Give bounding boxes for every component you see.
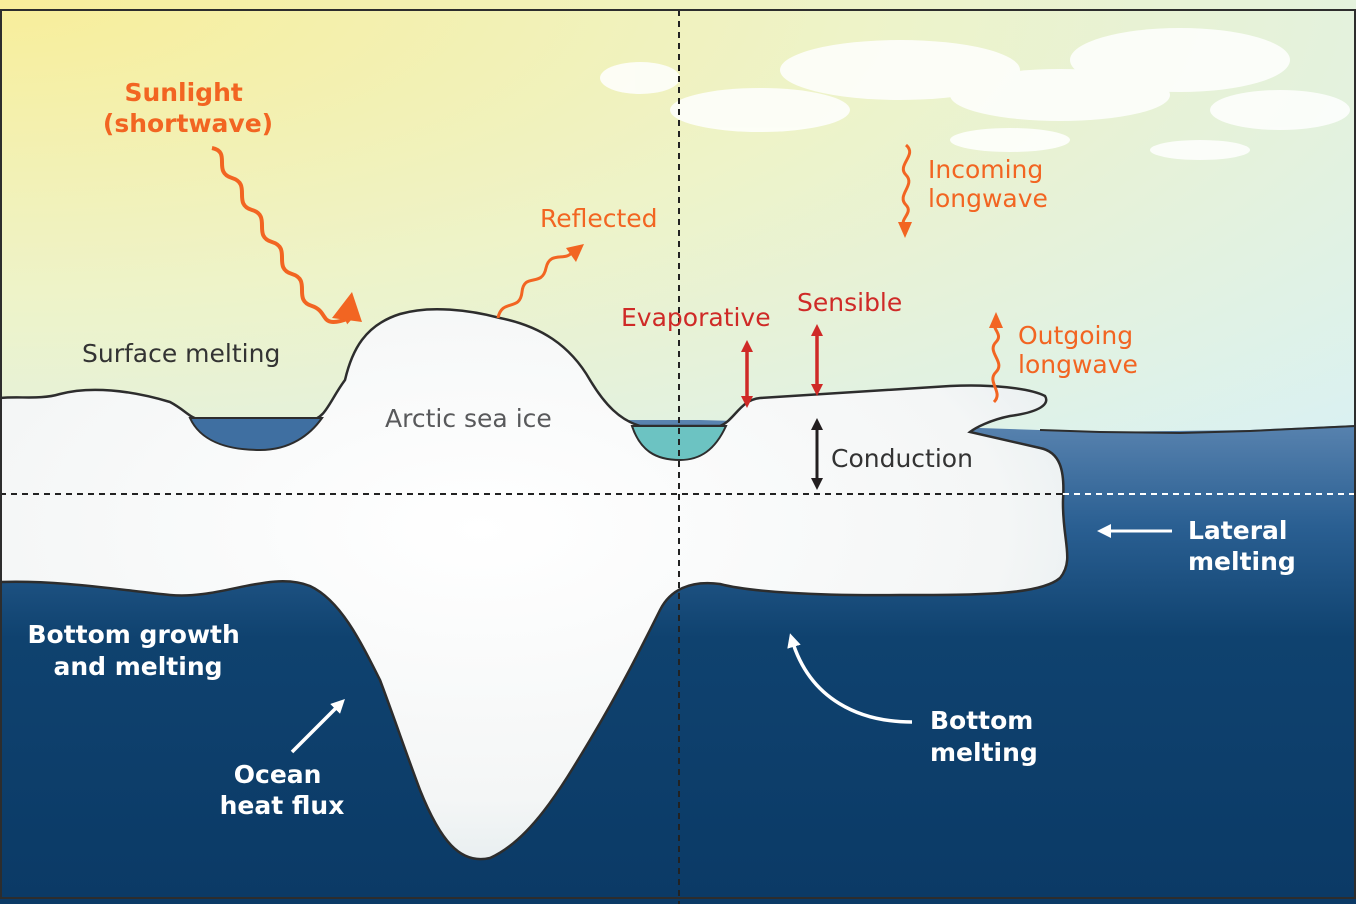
ocean-surface-line (1039, 425, 1356, 435)
conduction-label: Conduction (831, 444, 973, 473)
figure-frame (0, 9, 1356, 899)
surface-melting-label: Surface melting (82, 339, 280, 368)
outgoing-longwave-label: Outgoing longwave (1018, 321, 1141, 379)
sunlight-arrowhead (332, 292, 362, 322)
ocean-heat-flux-label: Ocean heat flux (220, 760, 345, 820)
sunlight-arrow (211, 146, 355, 325)
bottom-growth-label: Bottom growth and melting (27, 620, 248, 681)
incoming-longwave-label: Incoming longwave (928, 155, 1051, 213)
arctic-sea-ice-label: Arctic sea ice (385, 404, 552, 433)
clouds (600, 28, 1350, 160)
sensible-label: Sensible (797, 288, 902, 317)
evaporative-label: Evaporative (621, 303, 771, 332)
bottom-melting-arrow (787, 633, 913, 724)
lateral-melting-label: Lateral melting (1188, 516, 1296, 576)
bottom-melting-label: Bottom melting (930, 706, 1042, 767)
sunlight-label: Sunlight (shortwave) (103, 78, 273, 138)
reflected-label: Reflected (540, 204, 658, 233)
outgoing-longwave-arrowhead (989, 312, 1003, 328)
outgoing-longwave-arrow (991, 320, 1001, 404)
melt-pond-left (188, 417, 324, 452)
reflected-arrowhead (566, 244, 584, 262)
incoming-longwave-arrow (901, 143, 912, 228)
incoming-longwave-arrowhead (898, 222, 912, 238)
reflected-arrow (496, 250, 574, 319)
ocean-heat-flux-arrow (290, 699, 345, 754)
